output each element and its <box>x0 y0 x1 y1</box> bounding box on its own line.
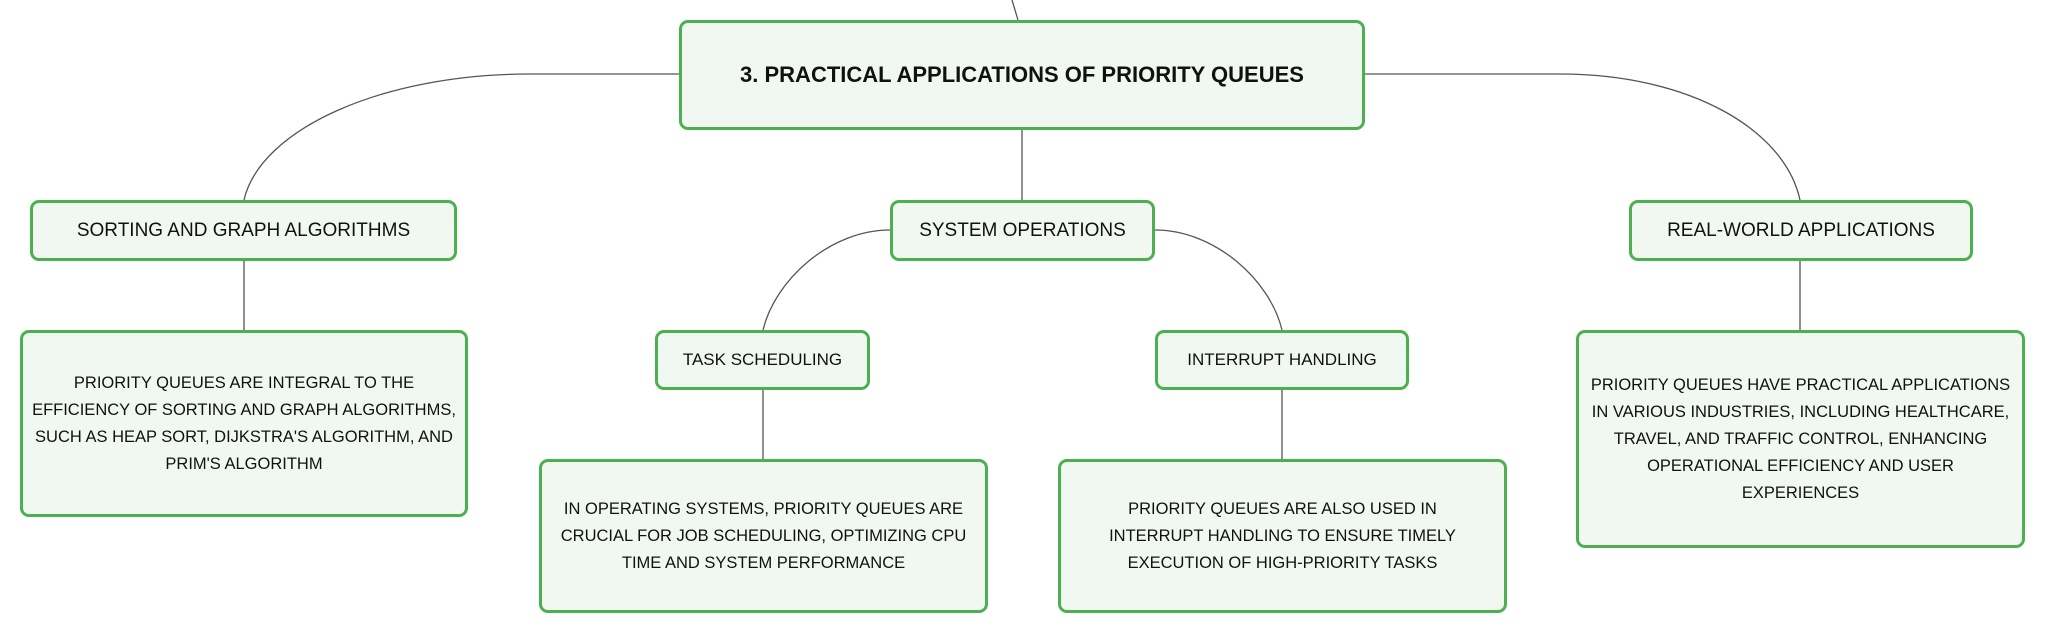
connector-root-sorting <box>243 73 679 201</box>
detail-interrupt-handling[interactable]: PRIORITY QUEUES ARE ALSO USED IN INTERRU… <box>1058 459 1507 613</box>
detail-text: PRIORITY QUEUES HAVE PRACTICAL APPLICATI… <box>1590 375 2011 502</box>
topic-real-world[interactable]: REAL-WORLD APPLICATIONS <box>1629 200 1973 261</box>
subtopic-label: TASK SCHEDULING <box>682 350 843 369</box>
detail-sorting-graph[interactable]: PRIORITY QUEUES ARE INTEGRAL TO THE EFFI… <box>20 330 468 517</box>
connector-parent-root <box>1011 0 1019 21</box>
topic-system-operations[interactable]: SYSTEM OPERATIONS <box>890 200 1155 261</box>
root-title: 3. PRACTICAL APPLICATIONS OF PRIORITY QU… <box>740 62 1304 87</box>
connector-root-realworld <box>1365 73 1801 201</box>
detail-text: PRIORITY QUEUES ARE INTEGRAL TO THE EFFI… <box>32 373 456 473</box>
detail-text: IN OPERATING SYSTEMS, PRIORITY QUEUES AR… <box>560 499 967 572</box>
subtopic-task-scheduling[interactable]: TASK SCHEDULING <box>655 330 870 390</box>
topic-label: SYSTEM OPERATIONS <box>919 219 1126 241</box>
detail-real-world[interactable]: PRIORITY QUEUES HAVE PRACTICAL APPLICATI… <box>1576 330 2025 548</box>
subtopic-interrupt-handling[interactable]: INTERRUPT HANDLING <box>1155 330 1409 390</box>
topic-label: REAL-WORLD APPLICATIONS <box>1667 219 1935 241</box>
detail-task-scheduling[interactable]: IN OPERATING SYSTEMS, PRIORITY QUEUES AR… <box>539 459 988 613</box>
topic-label: SORTING AND GRAPH ALGORITHMS <box>76 219 411 241</box>
connector-system-task <box>762 229 891 331</box>
connector-system-interrupt <box>1154 229 1283 331</box>
topic-sorting-graph[interactable]: SORTING AND GRAPH ALGORITHMS <box>30 200 457 261</box>
subtopic-label: INTERRUPT HANDLING <box>1187 350 1377 369</box>
root-node[interactable]: 3. PRACTICAL APPLICATIONS OF PRIORITY QU… <box>679 20 1365 130</box>
detail-text: PRIORITY QUEUES ARE ALSO USED IN INTERRU… <box>1109 499 1456 572</box>
